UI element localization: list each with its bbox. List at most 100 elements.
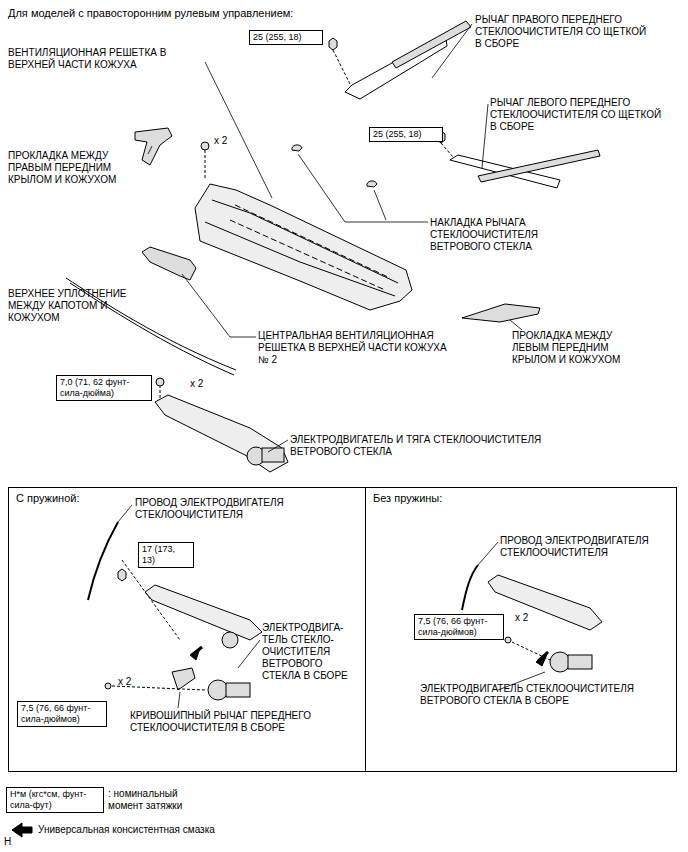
part-label-wrap: ЭЛЕКТРОДВИГА- ТЕЛЬ СТЕКЛО- ОЧИСТИТЕЛЯ ВЕ… — [262, 622, 358, 682]
part-name: НАКЛАДКА РЫЧАГА СТЕКЛООЧИСТИТЕЛЯ ВЕТРОВО… — [430, 217, 538, 252]
wiper-arm-right — [329, 21, 471, 99]
cowl-vent-grille — [235, 205, 390, 278]
part-label-wrap: ЦЕНТРАЛЬНАЯ ВЕНТИЛЯЦИОННАЯ РЕШЕТКА В ВЕР… — [258, 330, 454, 366]
panel-left-parts — [105, 683, 111, 689]
part-label-wrap: КРИВОШИПНЫЙ РЫЧАГ ПЕРЕДНЕГО СТЕКЛООЧИСТИ… — [130, 710, 335, 734]
cowl-vent-grille — [195, 184, 412, 310]
torque-value: Н*м (кгс*см, фунт- сила-фут) — [10, 789, 100, 811]
panel-left-parts — [208, 680, 228, 700]
part-label-wrap: ПРОКЛАДКА МЕЖДУ ЛЕВЫМ ПЕРЕДНИМ КРЫЛОМ И … — [512, 330, 642, 366]
part-label-wrap: x 2 — [190, 378, 203, 390]
grease-arrow-sample — [12, 823, 32, 837]
panel-left-parts — [122, 560, 180, 640]
wiper-link-motor — [156, 378, 164, 386]
cowl-vent-grille — [212, 200, 398, 283]
part-name: РЫЧАГ ПРАВОГО ПЕРЕДНЕГО СТЕКЛООЧИСТИТЕЛЯ… — [475, 14, 646, 49]
part-label-wrap: НАКЛАДКА РЫЧАГА СТЕКЛООЧИСТИТЕЛЯ ВЕТРОВО… — [430, 217, 562, 253]
legend-entry: Универсальная консистентная смазка — [38, 824, 215, 836]
fender-seal-left — [462, 304, 540, 322]
leader-lines — [268, 440, 288, 452]
panel-right-parts — [505, 637, 511, 643]
part-label-wrap: x 2 — [515, 612, 528, 624]
leader-lines — [178, 692, 180, 708]
panel-left-parts — [88, 522, 118, 600]
part-name: ПРОКЛАДКА МЕЖДУ ЛЕВЫМ ПЕРЕДНИМ КРЫЛОМ И … — [512, 330, 620, 365]
panel-left-parts — [222, 632, 238, 648]
part-name: ВЕНТИЛЯЦИОННАЯ РЕШЕТКА В ВЕРХНЕЙ ЧАСТИ К… — [8, 47, 166, 70]
torque-value: 7,5 (76, 66 фунт- сила-дюймов) — [418, 616, 500, 638]
torque-value: 25 (255, 18) — [253, 32, 319, 43]
leader-lines — [118, 505, 132, 522]
torque-box: Н*м (кгс*см, фунт- сила-фут) — [6, 787, 104, 813]
cowl-vent-grille — [230, 220, 385, 290]
part-label-wrap: ПРОКЛАДКА МЕЖДУ ПРАВЫМ ПЕРЕДНИМ КРЫЛОМ И… — [8, 150, 136, 186]
panel-left-parts — [145, 585, 262, 640]
part-label-wrap: ВЕНТИЛЯЦИОННАЯ РЕШЕТКА В ВЕРХНЕЙ ЧАСТИ К… — [8, 47, 180, 71]
part-label-wrap: ВЕРХНЕЕ УПЛОТНЕНИЕ МЕЖДУ КАПОТОМ И КОЖУХ… — [8, 288, 136, 324]
panel-left-parts — [118, 569, 126, 581]
panel-right-parts — [462, 565, 478, 610]
quantity-note: x 2 — [214, 135, 227, 146]
leader-lines — [374, 190, 386, 220]
part-label-wrap: ПРОВОД ЭЛЕКТРОДВИГАТЕЛЯ СТЕКЛООЧИСТИТЕЛЯ — [135, 497, 335, 521]
wiper-arm-left — [441, 143, 453, 157]
leader-lines — [238, 640, 260, 668]
leader-lines — [298, 154, 428, 222]
quantity-note: x 2 — [515, 612, 528, 623]
panel-right-parts — [512, 642, 550, 660]
panel-right-parts — [488, 575, 602, 630]
torque-value: 7,5 (76, 66 фунт- сила-дюймов) — [21, 703, 103, 725]
part-label-wrap: РЫЧАГ ПРАВОГО ПЕРЕДНЕГО СТЕКЛООЧИСТИТЕЛЯ… — [475, 14, 653, 50]
quantity-note: x 2 — [190, 378, 203, 389]
leader-lines — [205, 62, 272, 198]
panel-left-parts — [192, 647, 202, 655]
part-name: ЭЛЕКТРОДВИГАТЕЛЬ СТЕКЛООЧИСТИТЕЛЯ ВЕТРОВ… — [420, 683, 634, 706]
leader-lines — [510, 320, 522, 330]
part-name: ПРОКЛАДКА МЕЖДУ ПРАВЫМ ПЕРЕДНИМ КРЫЛОМ И… — [8, 150, 116, 185]
panel-heading: Без пружины: — [373, 492, 669, 505]
panel-right-parts — [550, 652, 570, 672]
part-label-wrap: x 2 — [118, 676, 131, 688]
diagram-title: Для моделей с правосторонним рулевым упр… — [8, 7, 293, 19]
torque-box: 25 (255, 18) — [369, 127, 443, 142]
fender-seal-right — [135, 128, 172, 165]
part-name: ЭЛЕКТРОДВИГА- ТЕЛЬ СТЕКЛО- ОЧИСТИТЕЛЯ ВЕ… — [262, 622, 348, 681]
torque-box: 7,5 (76, 66 фунт- сила-дюймов) — [414, 614, 504, 640]
wiper-arm-right — [392, 21, 471, 68]
part-label-wrap: x 2 — [214, 135, 227, 147]
torque-box: 7,5 (76, 66 фунт- сила-дюймов) — [17, 701, 107, 727]
arm-caps — [367, 181, 377, 187]
torque-box: 25 (255, 18) — [249, 30, 323, 45]
legend-text: Универсальная консистентная смазка — [38, 824, 215, 835]
part-label-wrap: H — [4, 836, 11, 848]
panel-left-parts — [226, 683, 250, 697]
cowl-vent-grille — [205, 150, 206, 180]
torque-box: 17 (173, 13) — [138, 542, 194, 568]
panel-right-parts — [538, 652, 548, 661]
part-name: РЫЧАГ ЛЕВОГО ПЕРЕДНЕГО СТЕКЛООЧИСТИТЕЛЯ … — [490, 97, 661, 132]
leader-lines — [478, 542, 498, 565]
leader-lines — [118, 24, 545, 708]
arm-caps — [292, 145, 302, 151]
cowl-vent-grille — [195, 142, 412, 310]
wiper-link-motor — [155, 378, 288, 472]
legend-entry: : номинальный момент затяжки — [108, 788, 203, 812]
panel-right-parts — [568, 655, 592, 669]
wiper-link-motor — [155, 395, 288, 472]
arm-caps — [292, 145, 377, 187]
part-name: ПРОВОД ЭЛЕКТРОДВИГАТЕЛЯ СТЕКЛООЧИСТИТЕЛЯ — [500, 535, 649, 558]
quantity-note: H — [4, 836, 11, 847]
wiper-link-motor — [262, 448, 284, 462]
fender-seal-right — [135, 128, 172, 165]
torque-value: 25 (255, 18) — [373, 129, 439, 140]
leader-lines — [148, 146, 152, 154]
title-wrap: Для моделей с правосторонним рулевым упр… — [8, 7, 293, 19]
part-name: ЭЛЕКТРОДВИГАТЕЛЬ И ТЯГА СТЕКЛООЧИСТИТЕЛЯ… — [290, 434, 541, 457]
part-name: ЦЕНТРАЛЬНАЯ ВЕНТИЛЯЦИОННАЯ РЕШЕТКА В ВЕР… — [258, 330, 447, 365]
part-label-wrap: РЫЧАГ ЛЕВОГО ПЕРЕДНЕГО СТЕКЛООЧИСТИТЕЛЯ … — [490, 97, 668, 133]
wiper-arm-right — [329, 38, 337, 50]
panel-left-parts — [88, 522, 262, 700]
leader-lines — [432, 24, 472, 78]
fender-seal-left — [462, 304, 540, 322]
wiper-arm-left — [437, 131, 600, 188]
